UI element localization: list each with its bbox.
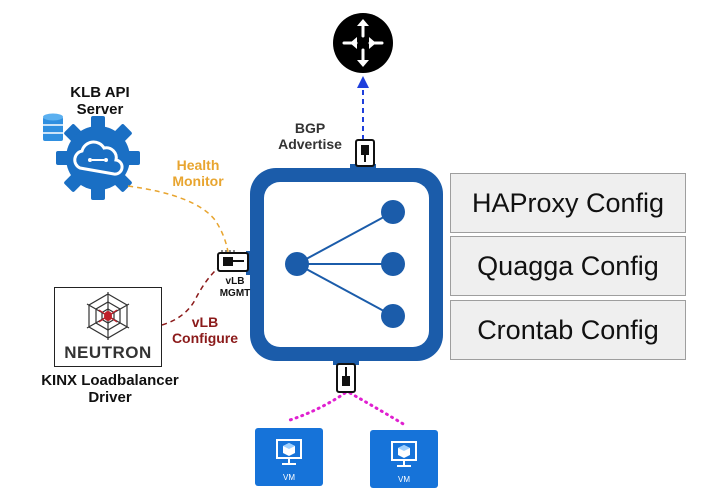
vm-label: VM <box>398 475 410 484</box>
vm-link-left <box>288 391 347 422</box>
haproxy-config-label: HAProxy Config <box>471 187 665 218</box>
health-monitor-line2: Monitor <box>172 173 224 190</box>
database-icon <box>43 113 63 141</box>
haproxy-config-box: HAProxy Config <box>450 173 686 233</box>
vlb-configure-label: vLB Configure <box>160 314 250 346</box>
neutron-logo: NEUTRON <box>54 287 162 367</box>
health-monitor-label: Health Monitor <box>158 157 238 189</box>
port-icon <box>350 139 376 170</box>
klb-api-server-line1: KLB API <box>70 84 130 101</box>
vm-monitor-icon <box>276 439 302 465</box>
quagga-config-label: Quagga Config <box>477 250 659 281</box>
klb-api-server-line2: Server <box>76 101 124 119</box>
load-balancer-node <box>250 168 443 361</box>
quagga-config-box: Quagga Config <box>450 236 686 296</box>
kinx-driver-line2: Driver <box>88 389 132 407</box>
kinx-driver-line1: KINX Loadbalancer <box>41 372 179 389</box>
bgp-advertise-line1: BGP <box>294 120 326 136</box>
bgp-advertise-label: BGP Advertise <box>270 120 350 152</box>
cloud-gear-icon <box>56 116 140 200</box>
vm-monitor-icon <box>391 441 417 467</box>
vm-tile-right: VM <box>370 430 438 488</box>
vm-tile-left: VM <box>255 428 323 486</box>
vm-link-right <box>348 391 407 427</box>
klb-api-server-label: KLB API Server <box>55 84 145 119</box>
vlb-configure-line2: Configure <box>171 330 239 347</box>
router-icon <box>333 13 393 73</box>
bgp-advertise-line2: Advertise <box>278 136 342 153</box>
neutron-wordmark: NEUTRON <box>64 343 152 362</box>
vlb-mgmt-label: vLB MGMT <box>210 276 260 299</box>
spider-web-icon <box>86 292 130 340</box>
vm-label: VM <box>283 473 295 482</box>
port-icon <box>333 359 359 393</box>
vlb-mgmt-line1: vLB <box>225 276 245 287</box>
port-icon <box>217 250 252 275</box>
health-monitor-line1: Health <box>176 157 220 173</box>
vlb-configure-line1: vLB <box>191 314 219 330</box>
vlb-configure-link <box>161 267 219 326</box>
crontab-config-label: Crontab Config <box>477 314 659 345</box>
health-monitor-link <box>127 185 229 253</box>
kinx-driver-label: KINX Loadbalancer Driver <box>20 372 200 407</box>
crontab-config-box: Crontab Config <box>450 300 686 360</box>
vlb-mgmt-line2: MGMT <box>219 287 251 299</box>
